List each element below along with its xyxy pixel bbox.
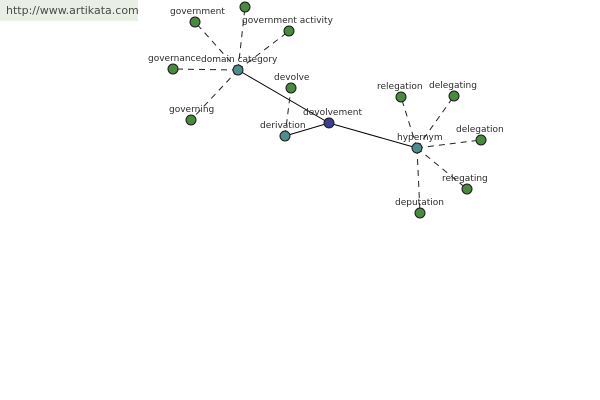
node-label-delegating-1[interactable]: delegating [429, 81, 477, 91]
node-label-derivation[interactable]: derivation [260, 121, 306, 131]
node-hypernym[interactable] [411, 142, 423, 154]
edge-devolvement-to-hypernym [328, 122, 418, 149]
node-label-relegating[interactable]: relegating [442, 174, 488, 184]
node-governance[interactable] [167, 63, 179, 75]
node-devolvement[interactable] [323, 117, 335, 129]
node-delegation[interactable] [475, 134, 487, 146]
nodes-layer [167, 1, 487, 219]
edge-devolvement-to-domain-category [237, 69, 330, 124]
node-label-delegation[interactable]: delegation [456, 125, 504, 135]
node-deputation[interactable] [414, 207, 426, 219]
node-unlabeled-top[interactable] [239, 1, 251, 13]
node-label-governance[interactable]: governance [148, 54, 201, 64]
node-label-domain-category[interactable]: domain category [201, 55, 278, 65]
node-relegation-1[interactable] [395, 91, 407, 103]
node-label-government[interactable]: government [170, 7, 225, 17]
node-label-government-activity[interactable]: government activity [242, 16, 334, 26]
edge-derivation-to-devolve [284, 87, 292, 137]
edges-layer [172, 6, 482, 214]
node-devolve[interactable] [285, 82, 297, 94]
edge-domain-category-to-governance [172, 68, 239, 71]
labels-layer: devolvement domain category hypernym deriva… [148, 7, 504, 208]
node-governing[interactable] [185, 114, 197, 126]
edge-domain-category-to-governing [190, 69, 239, 121]
edge-hypernym-to-relegation-1 [400, 96, 418, 149]
node-government-activity[interactable] [283, 25, 295, 37]
node-label-hypernym[interactable]: hypernym [397, 133, 443, 143]
node-label-devolve[interactable]: devolve [274, 73, 310, 83]
node-label-governing[interactable]: governing [169, 105, 214, 115]
node-label-deputation[interactable]: deputation [395, 198, 444, 208]
url-banner-link[interactable]: http://www.artikata.com [0, 0, 139, 21]
node-domain-category[interactable] [232, 64, 244, 76]
edge-devolvement-to-derivation [284, 122, 330, 137]
node-delegating-1[interactable] [448, 90, 460, 102]
node-label-relegation-1[interactable]: relegation [377, 82, 423, 92]
node-relegating[interactable] [461, 183, 473, 195]
node-derivation[interactable] [279, 130, 291, 142]
node-government[interactable] [189, 16, 201, 28]
node-label-devolvement[interactable]: devolvement [303, 108, 362, 118]
